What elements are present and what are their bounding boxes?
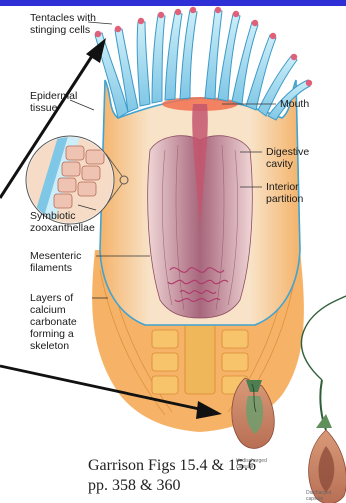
label-interior-partition: Interior partition xyxy=(266,181,338,205)
label-tentacles: Tentacles with stinging cells xyxy=(30,12,110,36)
label-mouth: Mouth xyxy=(280,98,309,110)
caption-discharged: Discharged capsule xyxy=(306,490,344,502)
discharged-capsule-figure xyxy=(301,296,346,503)
label-skeleton-layers: Layers of calcium carbonate forming a sk… xyxy=(30,292,90,352)
label-epidermal-tissue: Epidermal tissue xyxy=(30,90,86,114)
label-mesenteric-filaments: Mesenteric filaments xyxy=(30,250,100,274)
label-symbiotic-zooxanthellae: Symbiotic zooxanthellae xyxy=(30,210,108,234)
reference-line-2: pp. 358 & 360 xyxy=(88,476,180,495)
label-digestive-cavity: Digestive cavity xyxy=(266,146,338,170)
reference-line-1: Garrison Figs 15.4 & 15.6 xyxy=(88,456,256,475)
